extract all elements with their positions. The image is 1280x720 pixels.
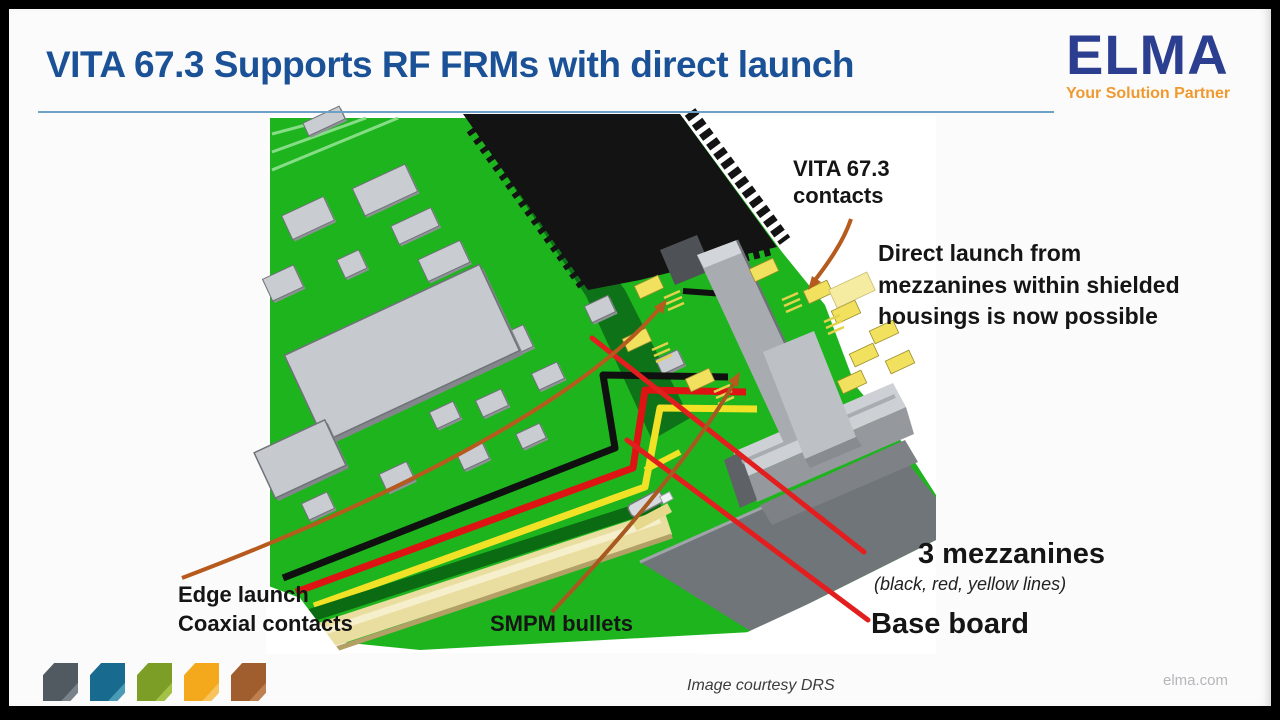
slide-title: VITA 67.3 Supports RF FRMs with direct l… bbox=[46, 44, 855, 85]
base-board-edge bbox=[288, 496, 673, 654]
vita-connector-housing bbox=[660, 235, 862, 468]
image-credit: Image courtesy DRS bbox=[687, 677, 835, 694]
footer-cube-gray-icon bbox=[43, 663, 78, 701]
elma-logo-tagline: Your Solution Partner bbox=[1066, 85, 1231, 102]
callout-direct-launch: Direct launch from mezzanines within shi… bbox=[878, 240, 1180, 329]
shield-plates bbox=[253, 263, 524, 502]
title-divider bbox=[38, 111, 1054, 113]
mezzanine-outlines bbox=[281, 288, 758, 610]
orange-callout-arrows bbox=[181, 218, 853, 614]
callout-base-board: Base board bbox=[871, 608, 1029, 640]
callout-smpm-bullets: SMPM bullets bbox=[490, 611, 634, 636]
website-text: elma.com bbox=[1163, 672, 1229, 689]
contact-fingers bbox=[651, 289, 845, 406]
rf-contact-pads bbox=[621, 257, 916, 473]
footer-cube-amber-icon bbox=[184, 663, 219, 701]
footer-cube-brown-icon bbox=[231, 663, 266, 701]
callout-vita-contacts: VITA 67.3 contacts bbox=[793, 156, 890, 208]
callout-3-mezzanines: 3 mezzanines bbox=[918, 538, 1105, 570]
photo-mask bbox=[266, 585, 342, 654]
callout-mezzanines-note: (black, red, yellow lines) bbox=[874, 574, 1067, 594]
footer-cube-green-icon bbox=[137, 663, 172, 701]
elma-logo: ELMA Your Solution Partner bbox=[1066, 26, 1242, 103]
elma-logo-wordmark: ELMA bbox=[1066, 23, 1229, 86]
callout-edge-launch: Edge launch Coaxial contacts bbox=[178, 582, 353, 636]
red-callout-lines bbox=[589, 335, 871, 623]
footer-cube-teal-icon bbox=[90, 663, 125, 701]
